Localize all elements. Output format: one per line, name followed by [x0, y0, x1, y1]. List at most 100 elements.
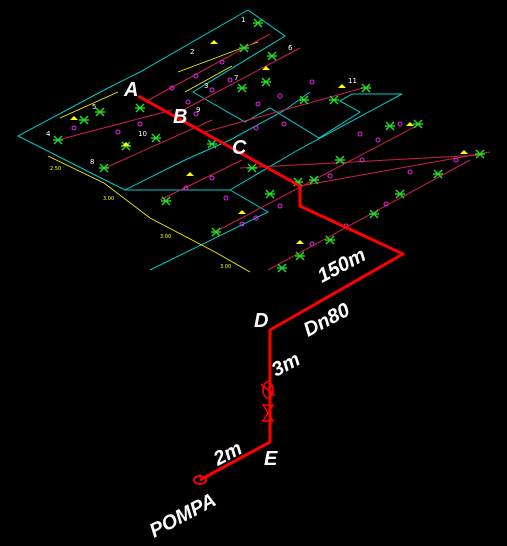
sprinkler-icon	[239, 221, 245, 227]
sprinkler-number: 4	[46, 130, 51, 138]
sprinkler-number: 5	[92, 103, 96, 111]
sprinkler-icon	[309, 241, 315, 247]
flow-arrow	[338, 84, 346, 88]
sprinkler-icon	[239, 43, 249, 53]
sprinkler-icon	[253, 215, 259, 221]
sprinkler-icon	[99, 163, 109, 173]
sprinkler-icon	[223, 195, 229, 201]
node-label-e: E	[264, 448, 278, 470]
pipe-annotations: 150m Dn80 3m 2m POMPA	[146, 244, 369, 542]
sprinkler-icon	[453, 157, 459, 163]
sprinkler-icon	[135, 103, 145, 113]
sprinkler-icon	[237, 83, 247, 93]
pump-icon	[193, 475, 207, 485]
flow-arrow	[210, 40, 218, 44]
node-labels: A B C D E	[123, 79, 278, 470]
branch-lines	[57, 33, 491, 271]
sprinkler-icon	[169, 85, 175, 91]
sprinkler-icon	[407, 169, 413, 175]
sprinkler-icon	[395, 189, 405, 199]
gate-valve-icon	[261, 404, 275, 422]
outline-lower	[149, 189, 270, 271]
flow-arrow	[262, 66, 270, 70]
sprinkler-number: 11	[348, 77, 357, 85]
flow-arrow	[406, 122, 414, 126]
sprinkler-icon	[385, 121, 395, 131]
sprinkler-icon	[161, 196, 171, 206]
check-valve-icon	[260, 381, 276, 399]
dimension-lines	[47, 41, 259, 273]
flow-arrow	[186, 172, 194, 176]
pump-label: POMPA	[146, 489, 220, 542]
flow-arrow	[70, 116, 78, 120]
flow-arrow	[238, 210, 246, 214]
outline-upper	[16, 9, 403, 191]
sprinkler-icon	[475, 149, 485, 159]
sprinkler-icon	[277, 203, 283, 209]
sprinkler-icon	[219, 59, 225, 65]
main-pipe-upper	[137, 94, 405, 482]
outline-middle	[124, 91, 311, 191]
sprinkler-icon	[151, 133, 161, 143]
sprinkler-icon	[227, 77, 233, 83]
sprinkler-icon	[277, 93, 283, 99]
sprinkler-icon	[265, 189, 275, 199]
sprinkler-icon	[207, 139, 217, 149]
sprinkler-icon	[193, 111, 199, 117]
flow-arrow	[296, 240, 304, 244]
sprinkler-icon	[309, 175, 319, 185]
sprinkler-icon	[253, 125, 259, 131]
sprinkler-icon	[193, 73, 199, 79]
sprinkler-icon	[115, 129, 121, 135]
sprinkler-icon	[309, 79, 315, 85]
sprinkler-icon	[383, 201, 389, 207]
sprinkler-icon	[261, 77, 271, 87]
sprinkler-icon	[329, 95, 339, 105]
sprinkler-icon	[209, 175, 215, 181]
dimension-label: 3.00	[103, 196, 114, 202]
sprinkler-number: 1	[241, 16, 245, 24]
sprinkler-icon	[247, 163, 257, 173]
sprinkler-icon	[267, 51, 277, 61]
sprinkler-icon	[185, 99, 191, 105]
sprinkler-icon	[361, 83, 371, 93]
sprinkler-number: 10	[138, 130, 147, 138]
sprinkler-icon	[397, 121, 403, 127]
green-sprinklers	[53, 18, 485, 273]
dimension-label: 2.50	[50, 166, 61, 172]
sprinkler-icon	[281, 121, 287, 127]
suction-length-label: 2m	[209, 437, 246, 470]
sprinkler-icon	[253, 18, 263, 28]
sprinkler-icon	[295, 251, 305, 261]
sprinkler-icon	[335, 155, 345, 165]
sprinkler-icon	[413, 119, 423, 129]
sprinkler-icon	[211, 227, 221, 237]
sprinkler-icon	[79, 115, 89, 125]
pipe-length-label: 150m	[314, 244, 369, 287]
sprinkler-icon	[369, 209, 379, 219]
sprinkler-number: 9	[196, 106, 200, 114]
sprinkler-icon	[325, 235, 335, 245]
dimension-label: 3.00	[220, 264, 231, 270]
sprinkler-icon	[359, 157, 365, 163]
sprinkler-number: 7	[234, 74, 238, 82]
room-outline	[16, 9, 403, 271]
sprinkler-icon	[327, 173, 333, 179]
node-label-d: D	[254, 310, 268, 332]
dimension-label: 3.00	[160, 234, 171, 240]
node-label-a: A	[123, 79, 138, 101]
sprinkler-icon	[277, 263, 287, 273]
node-label-c: C	[232, 137, 247, 159]
sprinkler-number: 2	[190, 48, 194, 56]
node-label-b: B	[173, 106, 187, 128]
sprinkler-icon	[53, 135, 63, 145]
magenta-sprinklers	[71, 59, 459, 247]
pipe-diameter-label: Dn80	[300, 299, 354, 341]
main-pipe	[137, 94, 405, 482]
sprinkler-icon	[375, 137, 381, 143]
dimension-ticks: 2.50 3.00 3.00 3.00	[50, 166, 231, 270]
sprinkler-icon	[357, 131, 363, 137]
sprinkler-icon	[255, 101, 261, 107]
